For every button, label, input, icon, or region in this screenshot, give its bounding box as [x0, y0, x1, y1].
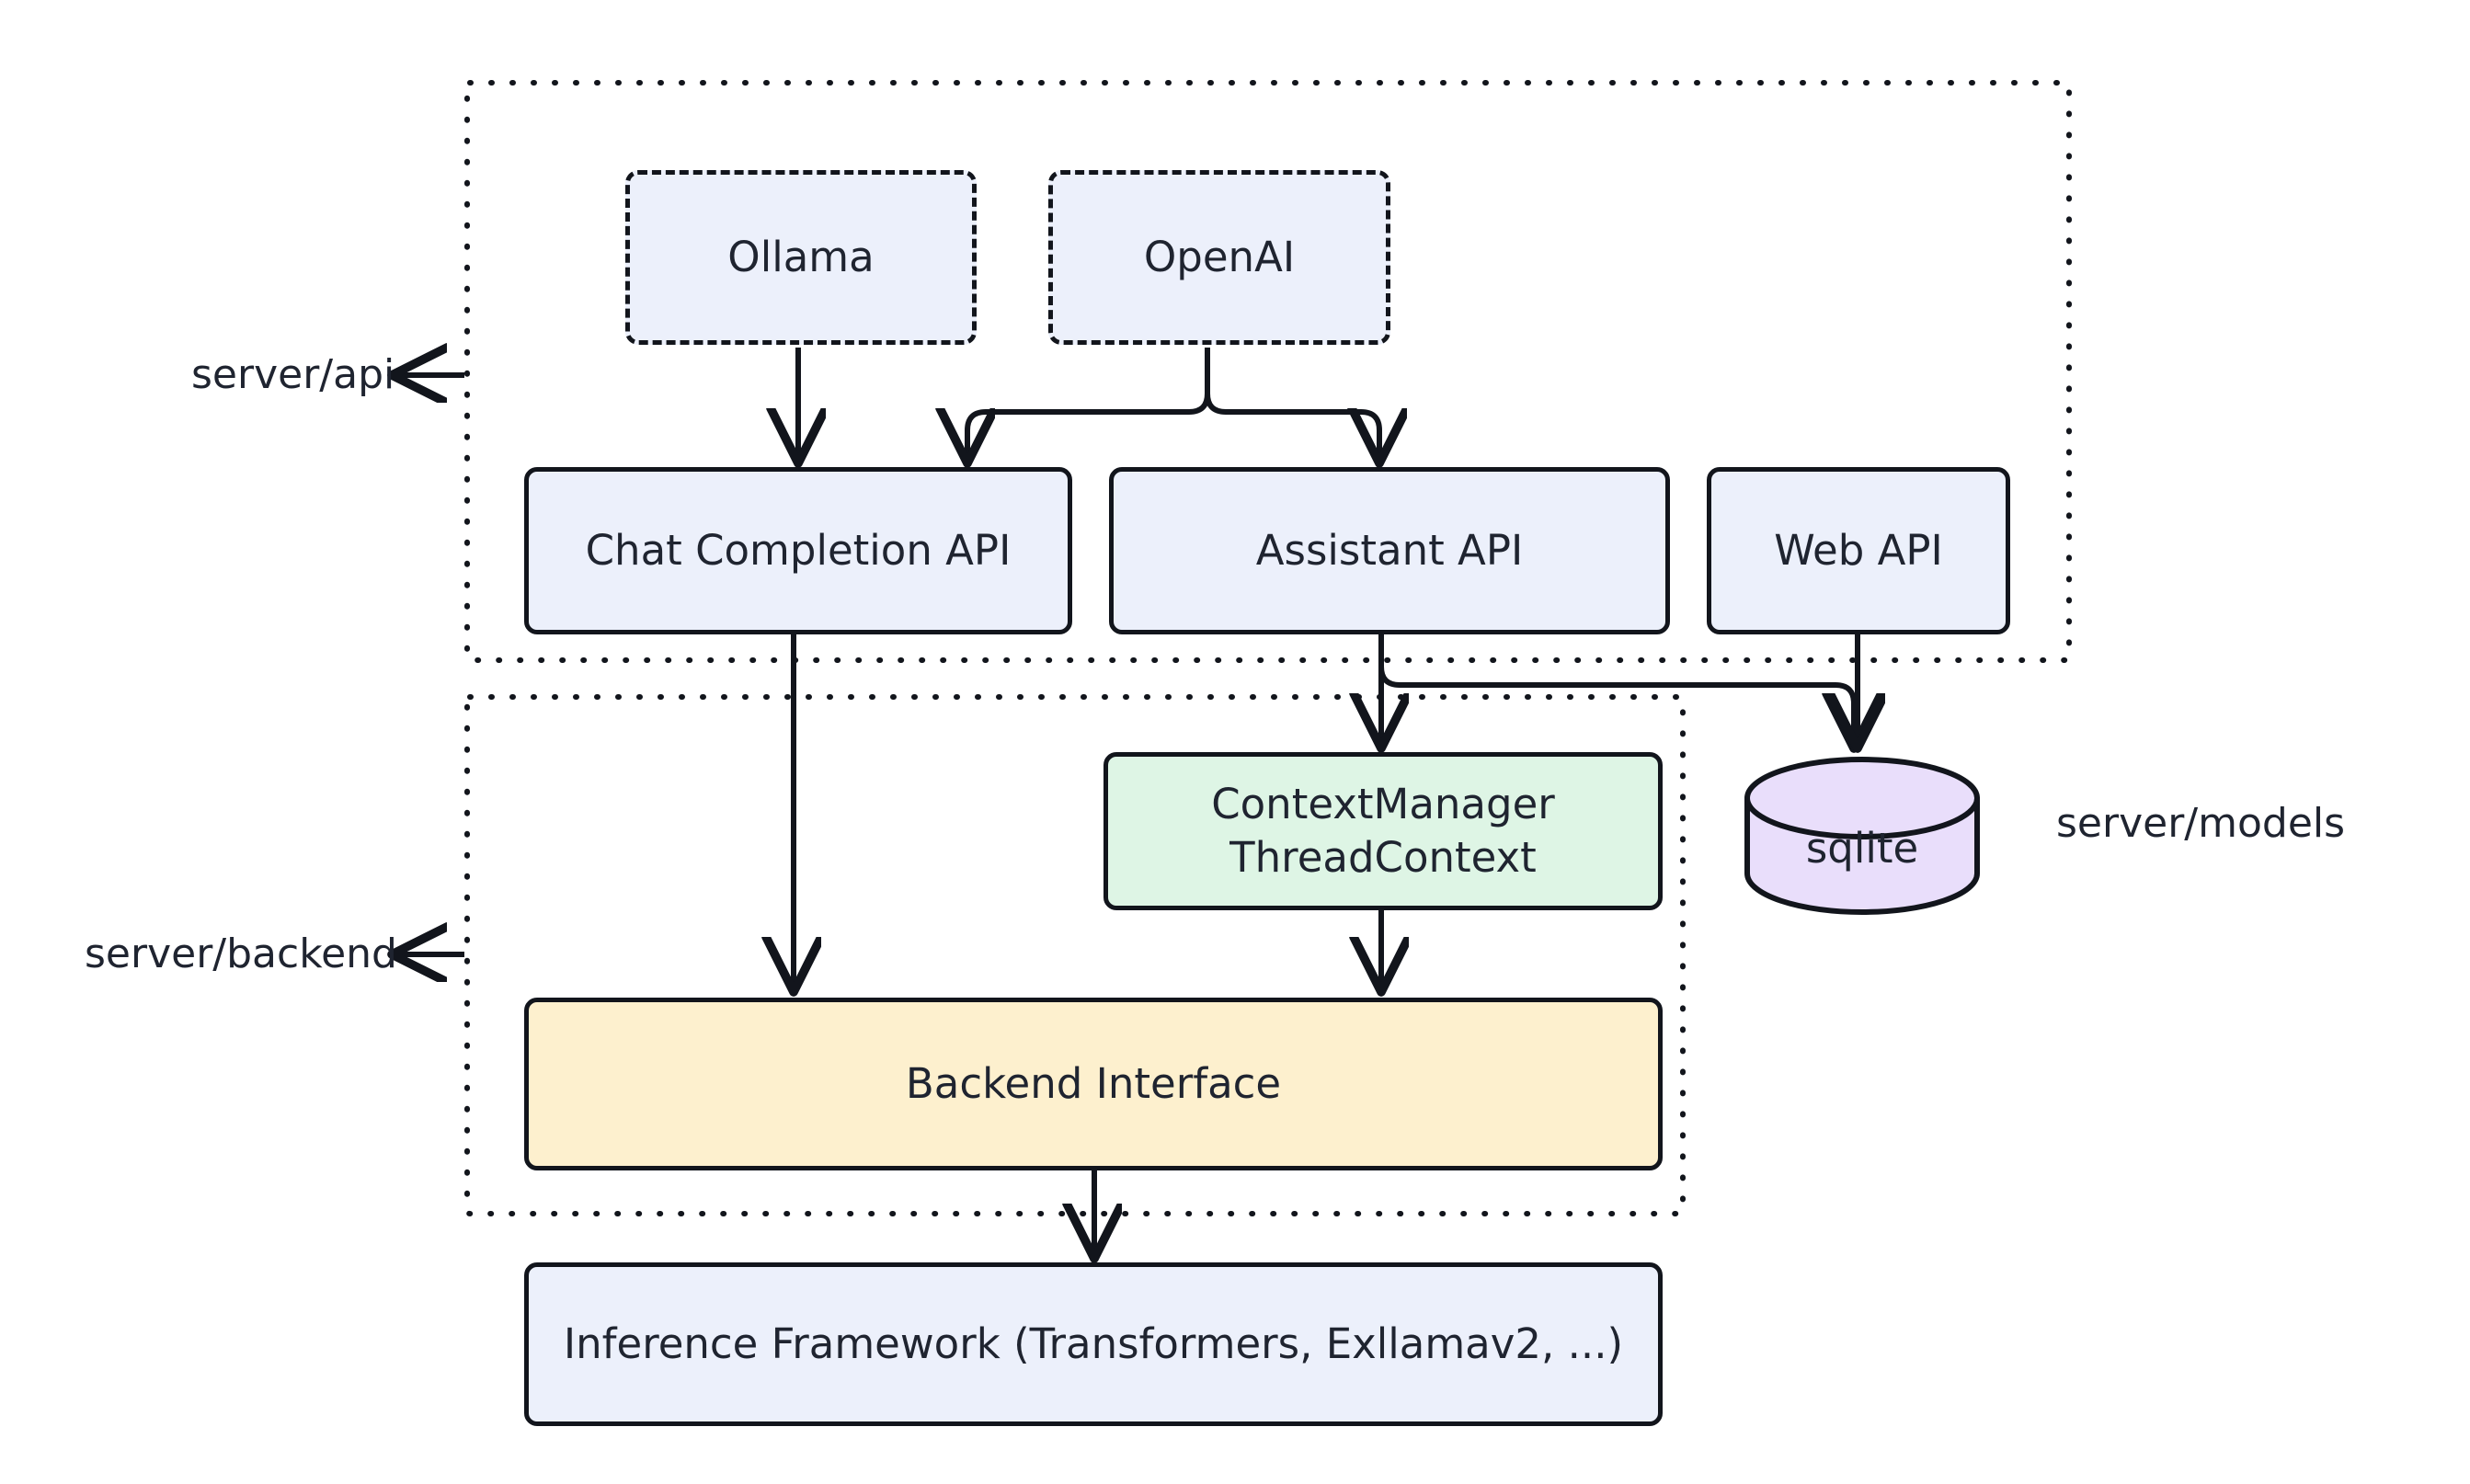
edge-openai-to-chat [967, 348, 1210, 458]
node-context-manager-line2: ThreadContext [1229, 833, 1537, 882]
node-context-manager-line1: ContextManager [1211, 780, 1555, 829]
edge-openai-to-assistant [1205, 348, 1379, 458]
sqlite-cylinder-shape [1744, 757, 1980, 915]
node-inference-framework[interactable]: Inference Framework (Transformers, Exlla… [524, 1262, 1663, 1426]
node-web-api[interactable]: Web API [1707, 467, 2010, 634]
group-label-server-models: server/models [2056, 800, 2346, 847]
node-backend-interface[interactable]: Backend Interface [524, 998, 1663, 1170]
node-chat-completion-api[interactable]: Chat Completion API [524, 467, 1072, 634]
node-assistant-api[interactable]: Assistant API [1109, 467, 1670, 634]
group-label-server-api: server/api [191, 351, 395, 398]
group-label-server-backend: server/backend [85, 930, 397, 977]
node-ollama[interactable]: Ollama [625, 170, 977, 345]
node-context-manager[interactable]: ContextManager ThreadContext [1103, 752, 1663, 910]
node-openai[interactable]: OpenAI [1048, 170, 1390, 345]
group-container-server-api [464, 80, 2072, 663]
